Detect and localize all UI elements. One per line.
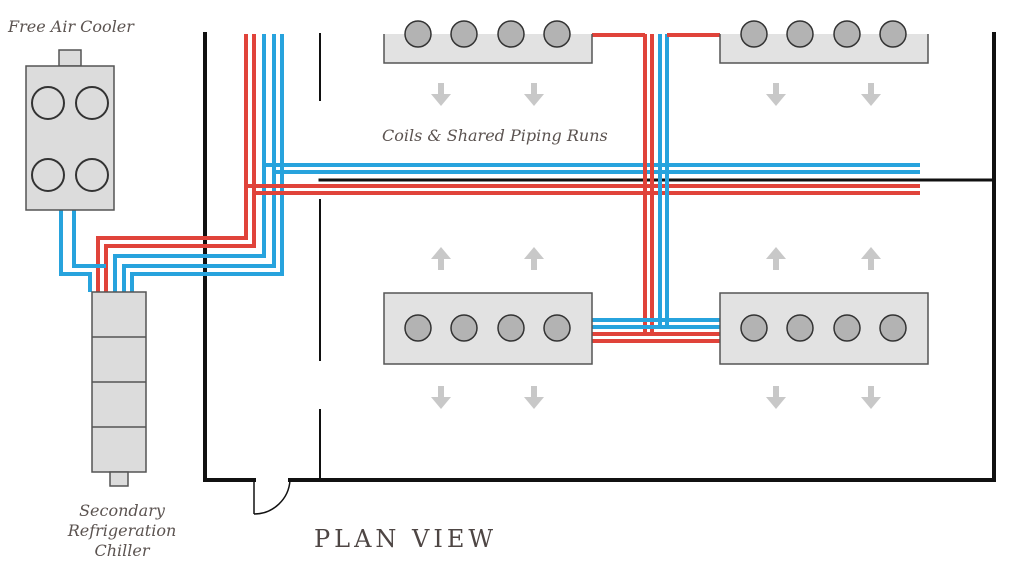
arrow-down-icon [431,83,451,106]
circle-fan-icon [543,20,571,48]
label-chiller-line1: Secondary [79,501,166,520]
circle-fan-icon [879,314,907,342]
arrow-down-icon [861,83,881,106]
circle-fan-icon [31,86,65,120]
label-coils-runs: Coils & Shared Piping Runs [382,126,608,145]
pipe-run-cooler [59,210,106,292]
label-free-air-cooler: Free Air Cooler [7,17,135,36]
pipe-run-main [96,34,284,292]
secondary-chiller [91,291,147,487]
label-plan-view: PLAN VIEW [314,525,497,553]
coil-unit-bottom-left [383,292,593,365]
arrow-down-icon [524,386,544,409]
door [253,479,291,515]
arrow-down-icon [431,386,451,409]
free-air-cooler [25,49,115,211]
pipe-header-horizontal [246,163,920,195]
arrow-up-icon [861,247,881,270]
circle-fan-icon [786,314,814,342]
label-chiller-line3: Chiller [94,541,150,560]
arrow-down-icon [861,386,881,409]
circle-fan-icon [497,20,525,48]
circle-fan-icon [497,314,525,342]
circle-fan-icon [740,314,768,342]
arrow-up-icon [524,247,544,270]
circle-fan-icon [75,86,109,120]
circle-fan-icon [31,158,65,192]
pipe-riser-vertical [643,34,669,336]
pipe-coil-links [592,33,720,343]
circle-fan-icon [740,20,768,48]
label-chiller-line2: Refrigeration [67,521,177,540]
coil-unit-bottom-right [719,292,929,365]
arrow-down-icon [766,386,786,409]
circle-fan-icon [404,314,432,342]
circle-fan-icon [450,20,478,48]
arrow-down-icon [524,83,544,106]
circle-fan-icon [404,20,432,48]
circle-fan-icon [543,314,571,342]
arrow-up-icon [431,247,451,270]
circle-fan-icon [75,158,109,192]
circle-fan-icon [879,20,907,48]
arrow-up-icon [766,247,786,270]
circle-fan-icon [833,20,861,48]
coil-unit-top-left [383,20,593,64]
circle-fan-icon [450,314,478,342]
coil-unit-top-right [719,20,929,64]
circle-fan-icon [833,314,861,342]
arrow-down-icon [766,83,786,106]
circle-fan-icon [786,20,814,48]
